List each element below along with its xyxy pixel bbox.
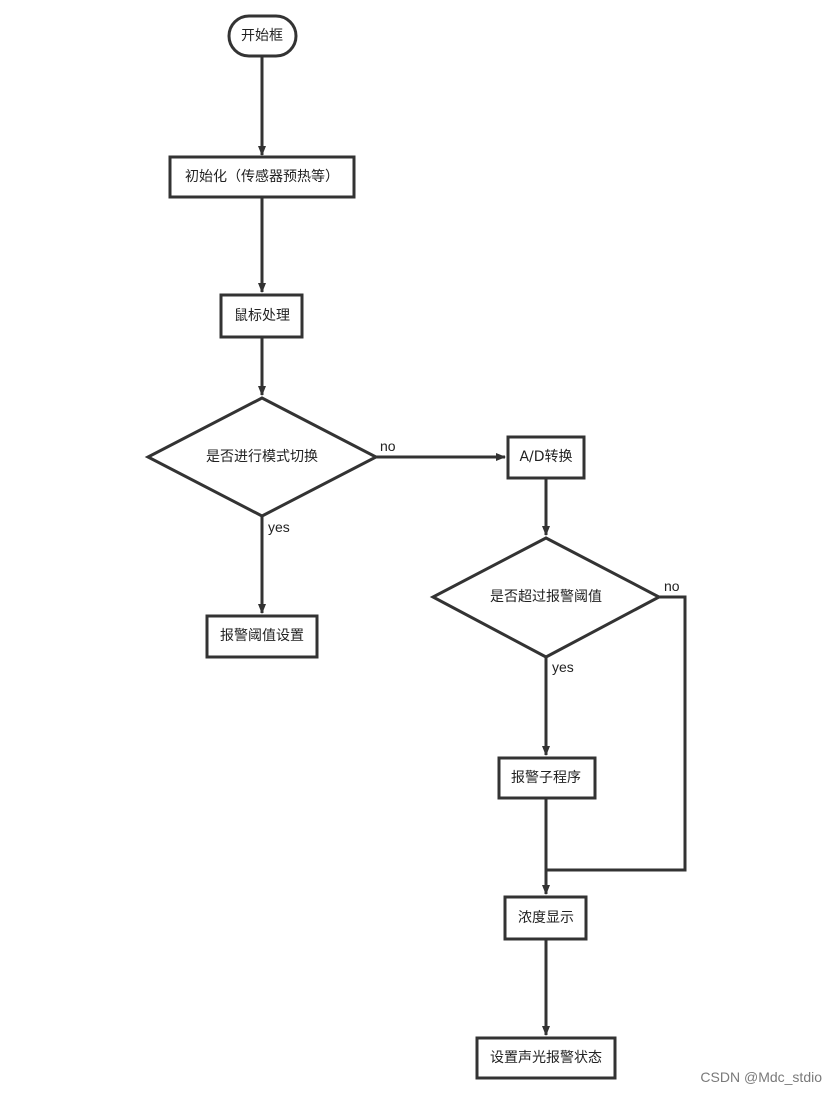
mode-no-label: no — [380, 438, 396, 454]
start-terminator-shape — [227, 14, 298, 58]
exceed-yes-label: yes — [552, 659, 574, 675]
concentration-label: 浓度显示 — [518, 910, 574, 926]
threshold-set-label: 报警阈值设置 — [220, 628, 304, 644]
threshold-set-box — [205, 614, 319, 659]
node-ad-convert: A/D转换 — [506, 435, 586, 480]
node-concentration: 浓度显示 — [503, 895, 588, 941]
exceed-decision-diamond — [429, 536, 663, 659]
mode-decision-label: 是否进行模式切换 — [206, 448, 318, 465]
connector-exceed-no — [546, 595, 687, 872]
mouse-label: 鼠标处理 — [234, 308, 290, 324]
node-start: 开始框 — [227, 14, 298, 58]
ad-convert-box — [506, 435, 586, 480]
mode-decision-diamond — [144, 396, 380, 518]
connectors — [258, 56, 687, 1036]
node-alarm-sub: 报警子程序 — [497, 756, 597, 800]
mouse-box — [219, 293, 304, 339]
sound-light-label: 设置声光报警状态 — [490, 1050, 602, 1066]
exceed-decision-label: 是否超过报警阈值 — [490, 589, 602, 605]
init-label: 初始化（传感器预热等） — [185, 168, 339, 185]
mode-yes-label: yes — [268, 519, 290, 535]
node-threshold-set: 报警阈值设置 — [205, 614, 319, 659]
init-box — [168, 155, 356, 199]
exceed-no-label: no — [664, 578, 680, 594]
node-mouse: 鼠标处理 — [219, 293, 304, 339]
node-init: 初始化（传感器预热等） — [168, 155, 356, 199]
node-exceed-decision: 是否超过报警阈值 — [429, 536, 663, 659]
sound-light-box — [475, 1036, 617, 1080]
csdn-watermark: CSDN @Mdc_stdio — [700, 1069, 822, 1085]
node-mode-decision: 是否进行模式切换 — [144, 396, 380, 518]
alarm-sub-box — [497, 756, 597, 800]
node-sound-light: 设置声光报警状态 — [475, 1036, 617, 1080]
start-label: 开始框 — [241, 28, 283, 44]
concentration-box — [503, 895, 588, 941]
ad-convert-label: A/D转换 — [519, 448, 572, 465]
alarm-sub-label: 报警子程序 — [511, 770, 581, 786]
